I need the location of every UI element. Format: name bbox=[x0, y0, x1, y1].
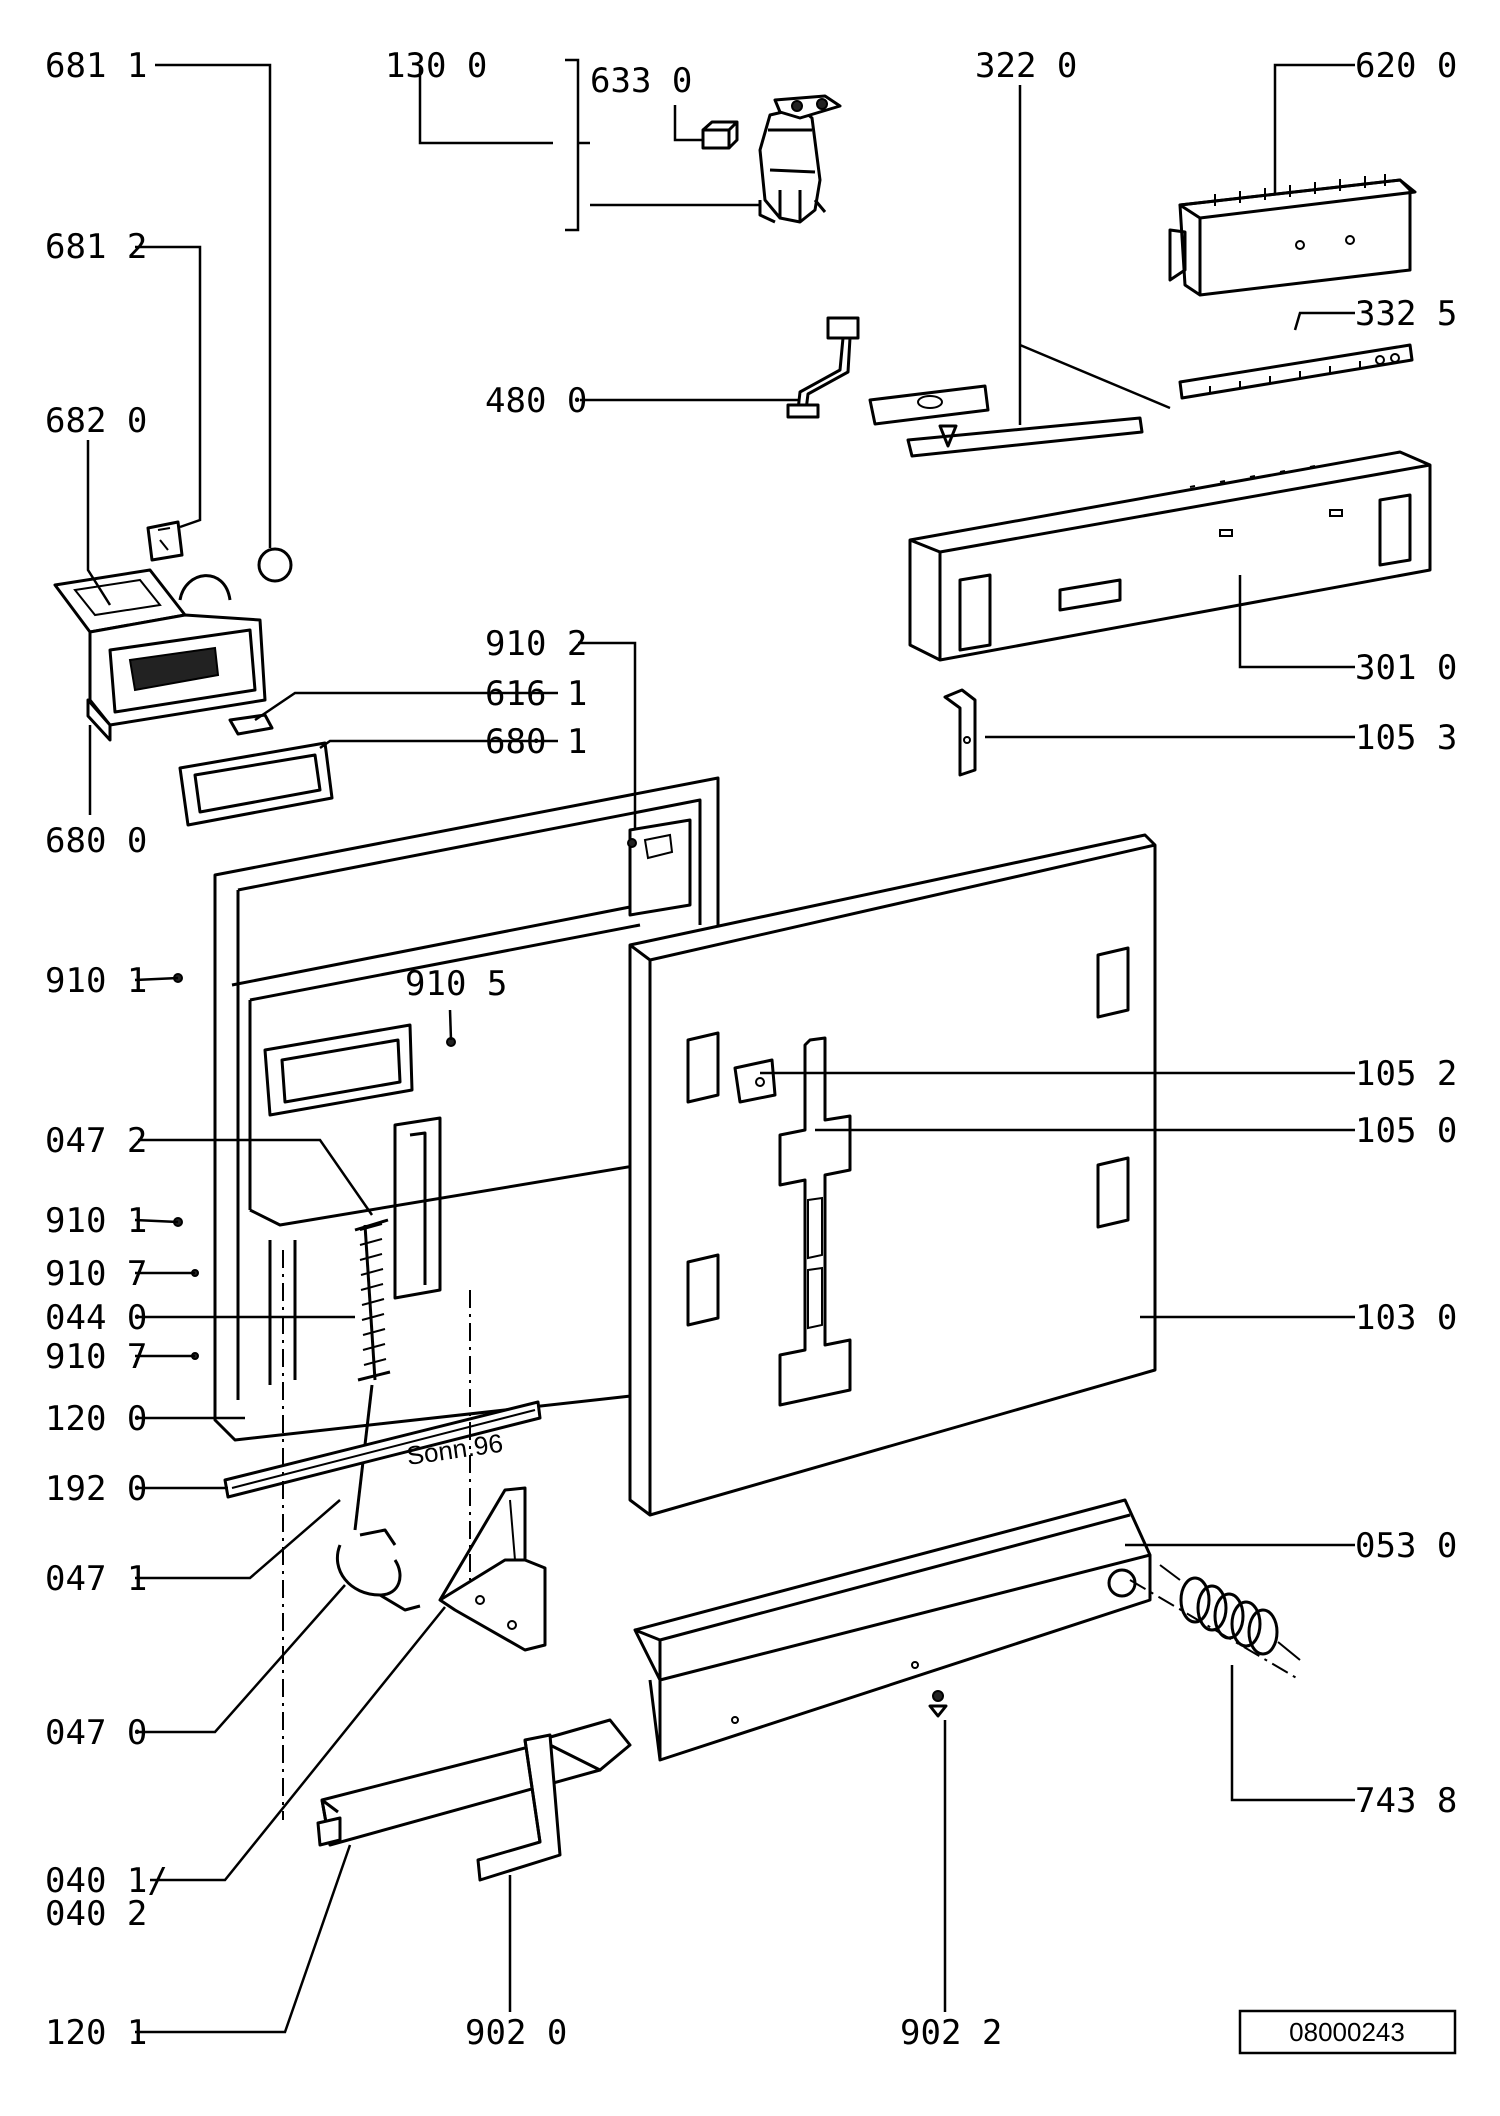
label-047-2: 047 2 bbox=[45, 1121, 147, 1161]
hinge-support-rail bbox=[633, 1498, 1152, 1762]
hinge-bracket bbox=[438, 1486, 547, 1652]
label-910-2: 910 2 bbox=[485, 624, 587, 664]
hinge-spring bbox=[1159, 1564, 1301, 1661]
terminal-strip bbox=[1178, 343, 1414, 400]
label-130-0: 130 0 bbox=[385, 46, 487, 86]
label-192-0: 192 0 bbox=[45, 1469, 147, 1509]
label-910-7-lower: 910 7 bbox=[45, 1337, 147, 1377]
label-105-3: 105 3 bbox=[1355, 718, 1457, 758]
door-seal-strip: Sonn.96 bbox=[223, 1400, 542, 1499]
label-910-7-upper: 910 7 bbox=[45, 1254, 147, 1294]
label-120-0: 120 0 bbox=[45, 1399, 147, 1439]
label-044-0: 044 0 bbox=[45, 1298, 147, 1338]
label-301-0: 301 0 bbox=[1355, 648, 1457, 688]
label-902-2: 902 2 bbox=[900, 2013, 1002, 2053]
label-680-0: 680 0 bbox=[45, 821, 147, 861]
label-616-1: 616 1 bbox=[485, 674, 587, 714]
reference-code-box: 08000243 bbox=[1238, 2009, 1457, 2055]
label-680-1: 680 1 bbox=[485, 722, 587, 762]
label-480-0: 480 0 bbox=[485, 381, 587, 421]
label-681-2: 681 2 bbox=[45, 227, 147, 267]
dispenser-lever bbox=[228, 713, 274, 736]
lower-door-plate bbox=[316, 1718, 632, 1882]
leader-lines bbox=[86, 58, 1355, 2034]
label-910-1-upper: 910 1 bbox=[45, 961, 147, 1001]
label-681-1: 681 1 bbox=[45, 46, 147, 86]
label-633-0: 633 0 bbox=[590, 61, 692, 101]
label-040-2: 040 2 bbox=[45, 1894, 147, 1934]
label-620-0: 620 0 bbox=[1355, 46, 1457, 86]
inner-door-panel bbox=[213, 776, 720, 1442]
label-103-0: 103 0 bbox=[1355, 1298, 1457, 1338]
label-743-8: 743 8 bbox=[1355, 1781, 1457, 1821]
label-332-5: 332 5 bbox=[1355, 294, 1457, 334]
label-105-0: 105 0 bbox=[1355, 1111, 1457, 1151]
door-latch-assembly bbox=[701, 94, 842, 224]
reference-code: 08000243 bbox=[1289, 2017, 1405, 2047]
dispenser-gasket bbox=[178, 741, 334, 827]
screws bbox=[173, 838, 637, 1360]
rating-label-strip bbox=[868, 384, 1144, 458]
dispenser-clip bbox=[146, 520, 184, 562]
door-spring bbox=[335, 1218, 421, 1612]
label-105-2: 105 2 bbox=[1355, 1054, 1457, 1094]
outer-door-panel bbox=[628, 833, 1157, 1517]
label-322-0: 322 0 bbox=[975, 46, 1077, 86]
detergent-dispenser bbox=[53, 568, 267, 742]
label-910-5: 910 5 bbox=[405, 964, 507, 1004]
control-unit-module bbox=[1168, 174, 1417, 297]
dispenser-cap bbox=[257, 547, 293, 583]
part-labels: 681 1 130 0 633 0 322 0 620 0 681 2 332 … bbox=[45, 46, 1457, 2053]
label-910-1-lower: 910 1 bbox=[45, 1201, 147, 1241]
label-047-1: 047 1 bbox=[45, 1559, 147, 1599]
label-902-0: 902 0 bbox=[465, 2013, 567, 2053]
label-047-0: 047 0 bbox=[45, 1713, 147, 1753]
label-120-1: 120 1 bbox=[45, 2013, 147, 2053]
bracket-small bbox=[943, 688, 977, 777]
wiring-harness bbox=[786, 316, 860, 419]
control-panel bbox=[908, 450, 1432, 662]
label-040-1: 040 1/ bbox=[45, 1861, 168, 1901]
label-053-0: 053 0 bbox=[1355, 1526, 1457, 1566]
label-682-0: 682 0 bbox=[45, 401, 147, 441]
